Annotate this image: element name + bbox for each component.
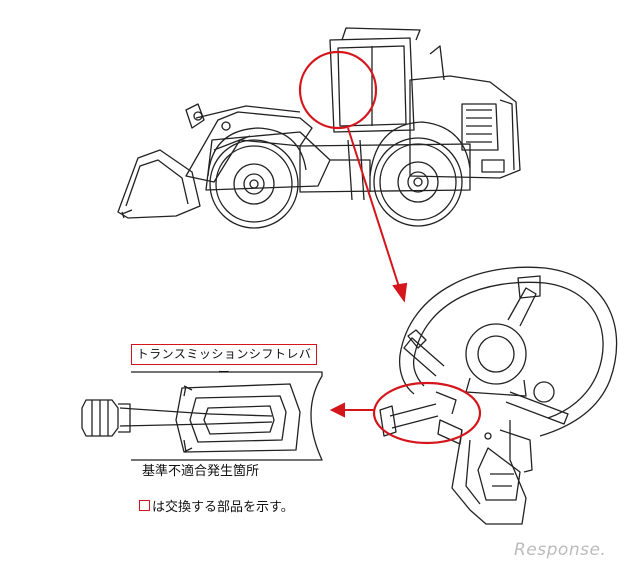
steering-detail-illustration bbox=[379, 266, 618, 525]
steering-wheel-rim bbox=[399, 266, 618, 437]
front-wheel bbox=[209, 139, 299, 229]
loader-engine-hood bbox=[409, 75, 521, 179]
loader-boom bbox=[185, 111, 313, 183]
rear-wheel bbox=[373, 137, 463, 227]
caption-location: 基準不適合発生箇所 bbox=[142, 464, 260, 479]
legend-red-square-icon bbox=[139, 500, 150, 511]
wheel-loader-illustration bbox=[117, 27, 521, 229]
caption-legend: は交換する部品を示す。 bbox=[152, 500, 294, 515]
loader-cab bbox=[329, 37, 415, 133]
detail-leader-arrow bbox=[347, 127, 408, 303]
closeup-frame bbox=[131, 371, 323, 461]
lever-knob bbox=[81, 399, 119, 437]
response-watermark: Response. bbox=[514, 540, 607, 560]
caption-legend-row: は交換する部品を示す。 bbox=[139, 496, 294, 515]
loader-bucket bbox=[117, 149, 201, 219]
closeup-arrow bbox=[329, 402, 374, 418]
lever-highlight-circle bbox=[372, 381, 482, 445]
cab-highlight-circle bbox=[298, 50, 378, 130]
shift-lever-closeup bbox=[81, 371, 323, 461]
part-label: トランスミッションシフトレバー bbox=[136, 347, 312, 379]
steering-hub bbox=[465, 323, 527, 385]
part-label-box: トランスミッションシフトレバー bbox=[131, 344, 317, 379]
